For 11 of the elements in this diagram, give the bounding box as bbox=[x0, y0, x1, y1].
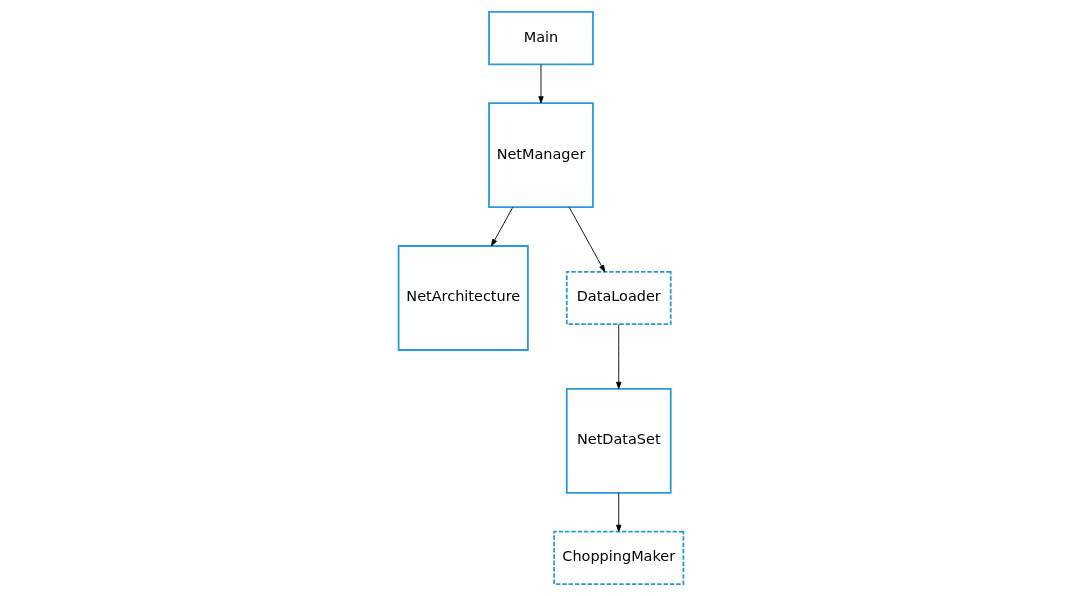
node-box: ChoppingMaker bbox=[552, 530, 684, 586]
arrow bbox=[537, 64, 544, 104]
node-box: Main bbox=[487, 10, 594, 66]
arrow bbox=[490, 206, 513, 247]
node-box: NetManager bbox=[487, 102, 594, 209]
node-box: NetArchitecture bbox=[397, 245, 529, 351]
arrow bbox=[615, 492, 621, 532]
arrow bbox=[615, 324, 621, 390]
node-box: NetDataSet bbox=[565, 387, 672, 494]
node-box: DataLoader bbox=[565, 270, 672, 326]
arrow bbox=[568, 206, 605, 273]
